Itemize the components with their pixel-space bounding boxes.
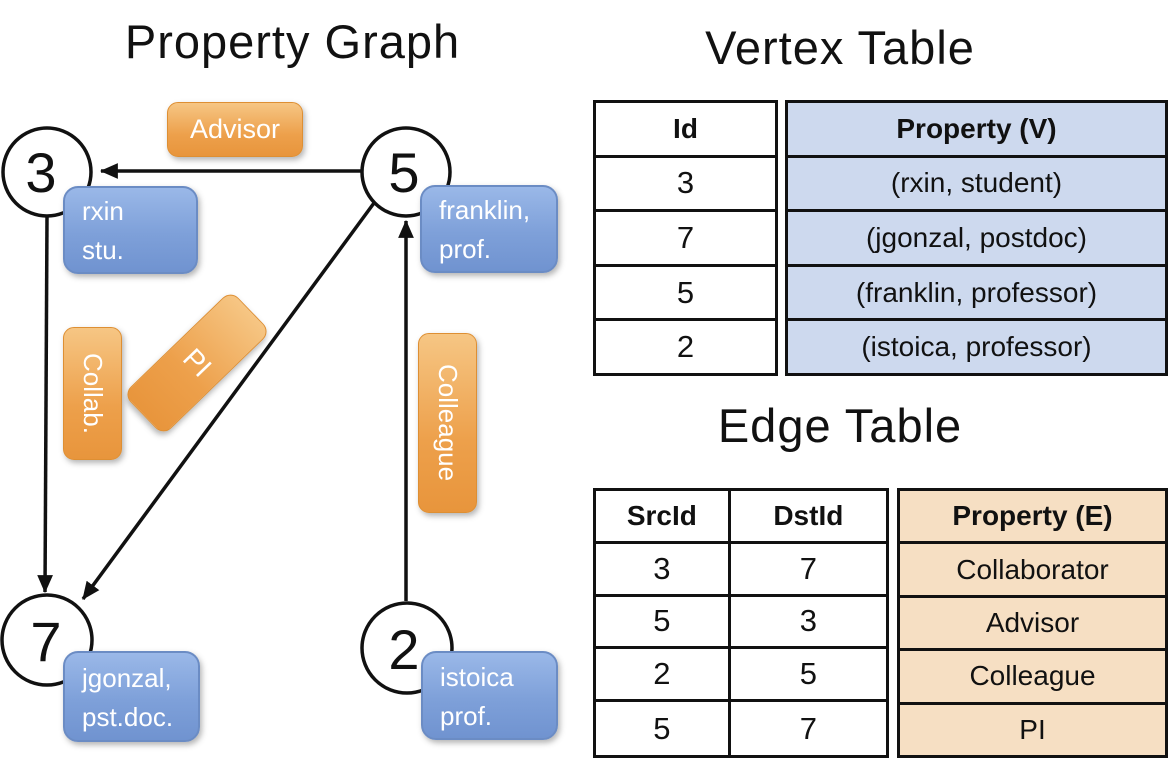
edge-pill-advisor-label: Advisor [189,114,281,144]
table-cell: 5 [596,267,775,322]
vertex-pill-istoica-label: istoica prof. [440,661,514,731]
table-cell: PI [1019,713,1046,745]
vertex-pill-rxin-label: rxin stu. [82,196,124,265]
table-cell: 2 [596,649,731,703]
table-cell: 2 [676,329,695,365]
vertex-pill-franklin: franklin, prof. [420,185,558,273]
table-cell: 3 [596,158,775,213]
edge-table-property-header: Property (E) [900,491,1165,545]
table-cell: 5 [596,596,731,650]
edge-pill-colleague: Colleague [418,333,477,513]
edge-pill-collaborator-label: Collab. [78,353,108,434]
table-cell: 7 [799,710,817,746]
table-cell: (jgonzal, postdoc) [788,212,1165,267]
edge-table-title: Edge Table [717,399,963,452]
table-cell: 7 [730,544,886,597]
vertex-pill-jgonzal-label: jgonzal, pst.doc. [82,662,174,732]
vertex-pill-istoica: istoica prof. [421,651,558,740]
vertex-table-id-header: Id [596,103,775,158]
node-id-7: 7 [30,610,61,673]
edge-table-srcid-header: SrcId [596,491,731,544]
edge-5-to-7 [81,201,376,601]
edge-pill-advisor: Advisor [167,102,303,157]
edge-pill-collaborator: Collab. [63,327,122,460]
table-cell: Colleague [900,651,1165,705]
table-cell: (franklin, professor) [788,267,1165,322]
table-cell: (rxin, student) [788,158,1165,213]
vertex-pill-franklin-label: franklin, prof. [439,195,531,264]
table-cell: 7 [596,212,775,267]
table-cell: 5 [596,702,731,755]
vertex-table-property-header: Property (V) [788,103,1165,158]
table-cell: Advisor [900,598,1165,652]
vertex-table-title: Vertex Table [705,21,975,74]
edge-pill-pi-label: PI [177,342,218,383]
node-id-5: 5 [388,141,419,204]
edge-table-dstid-header: DstId [730,491,886,544]
node-id-2: 2 [388,618,419,681]
vertex-pill-jgonzal: jgonzal, pst.doc. [63,651,200,742]
node-id-3: 3 [25,141,56,204]
vertex-table-property-column: Property (V) (rxin, student)(jgonzal, po… [785,100,1168,376]
vertex-pill-rxin: rxin stu. [63,186,198,274]
table-cell: 3 [730,597,886,650]
edge-3-to-7 [37,216,53,594]
table-cell: (istoica, professor) [861,331,1092,363]
property-graph-title: Property Graph [124,15,461,68]
table-cell: 5 [730,649,886,703]
table-cell: Collaborator [900,544,1165,598]
table-cell: 3 [596,543,731,597]
edge-pill-colleague-label: Colleague [433,364,463,482]
